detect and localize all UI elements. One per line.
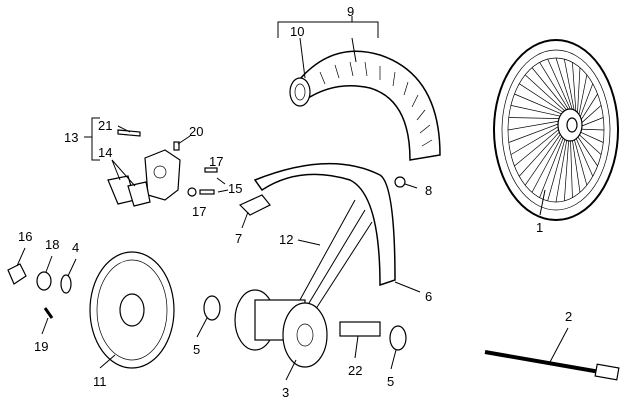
label-fender-screw: 8: [425, 183, 432, 198]
wheel-spoke: [555, 57, 574, 112]
wheel-spoke: [508, 117, 562, 119]
wheel-spoke: [508, 122, 561, 143]
label-axle-nut: 16: [18, 229, 32, 244]
label-fender-bracket: 7: [235, 231, 242, 246]
caliper-drawing: [107, 129, 218, 207]
tire-drawing: [289, 50, 441, 161]
wheel-spoke: [572, 62, 577, 114]
label-tire-assembly: 9: [347, 4, 354, 19]
wheel-spoke: [563, 59, 575, 113]
leader-lines: [16, 16, 569, 381]
bearing-left-drawing: [203, 295, 221, 321]
label-hub: 3: [282, 385, 289, 400]
oil-seal-drawing: [60, 274, 72, 294]
label-caliper-bolt: 21: [98, 118, 112, 133]
wheel-spoke: [576, 67, 581, 116]
wheel-spoke: [519, 83, 565, 114]
label-bleed-screw: 20: [189, 124, 203, 139]
wheel-spoke: [578, 131, 604, 143]
wheel-spoke: [579, 93, 598, 123]
label-inner-tube: 10: [290, 24, 304, 39]
brake-disc-drawing: [89, 251, 175, 369]
wheel-spoke: [573, 137, 588, 186]
wheel-spoke: [507, 120, 561, 131]
label-spacer: 18: [45, 237, 59, 252]
bearing-right-drawing: [389, 325, 407, 351]
wheel-spoke: [510, 105, 563, 117]
label-bearing-right: 5: [387, 374, 394, 389]
label-caliper-group: 13: [64, 130, 78, 145]
wheel-spoke: [514, 127, 561, 167]
wheel-spoke: [531, 67, 569, 112]
wheel-spoke: [539, 62, 570, 112]
wheel-spoke: [579, 128, 605, 131]
wheel-spoke: [510, 125, 561, 155]
label-brake-pads: 14: [98, 145, 112, 160]
label-screw-lower: 17: [192, 204, 206, 219]
label-rim: 6: [425, 289, 432, 304]
label-brake-disc: 11: [93, 374, 107, 389]
label-screw-upper: 17: [209, 154, 223, 169]
label-wheel-axle: 2: [565, 309, 572, 324]
wheel-spoke: [524, 132, 562, 186]
wheel-spoke: [579, 105, 602, 125]
wheel-spoke: [531, 134, 563, 193]
complete-wheel-drawing: [493, 39, 619, 221]
fender-screw-drawing: [394, 176, 406, 188]
spacer-tube-drawing: [339, 321, 381, 337]
wheel-spoke: [578, 74, 588, 118]
label-complete-wheel: 1: [536, 220, 543, 235]
wheel-spoke: [570, 138, 573, 198]
wheel-spoke: [524, 74, 567, 113]
wheel-spoke: [547, 58, 572, 112]
disc-bolt-drawing: [43, 307, 54, 319]
wheel-spoke: [575, 136, 594, 177]
label-spoke: 12: [279, 232, 293, 247]
part-labels: 9 10 1 13 21 14 20 17 15 17 8 7 12 6 16 …: [18, 4, 572, 400]
hub-drawing: [234, 289, 328, 368]
wheel-spoke: [579, 117, 604, 128]
axle-nut-drawing: [7, 263, 27, 285]
wheel-spoke: [576, 135, 598, 167]
label-disc-bolt: 19: [34, 339, 48, 354]
label-oil-seal: 4: [72, 240, 79, 255]
wheel-spoke: [578, 83, 594, 120]
wheel-spoke: [555, 138, 568, 203]
wheel-spoke: [577, 133, 602, 155]
label-bearing-left: 5: [193, 342, 200, 357]
wheel-axle-drawing: [484, 350, 620, 381]
spacer-drawing: [36, 271, 52, 291]
rim-drawing: [238, 162, 396, 319]
wheel-spoke: [547, 137, 566, 202]
wheel-spoke: [563, 138, 570, 201]
wheel-spoke: [539, 136, 565, 198]
label-washer: 15: [228, 181, 242, 196]
wheel-spoke: [518, 130, 562, 177]
wheel-spoke: [571, 138, 581, 193]
label-spacer-tube: 22: [348, 363, 362, 378]
wheel-spoke: [514, 93, 564, 116]
